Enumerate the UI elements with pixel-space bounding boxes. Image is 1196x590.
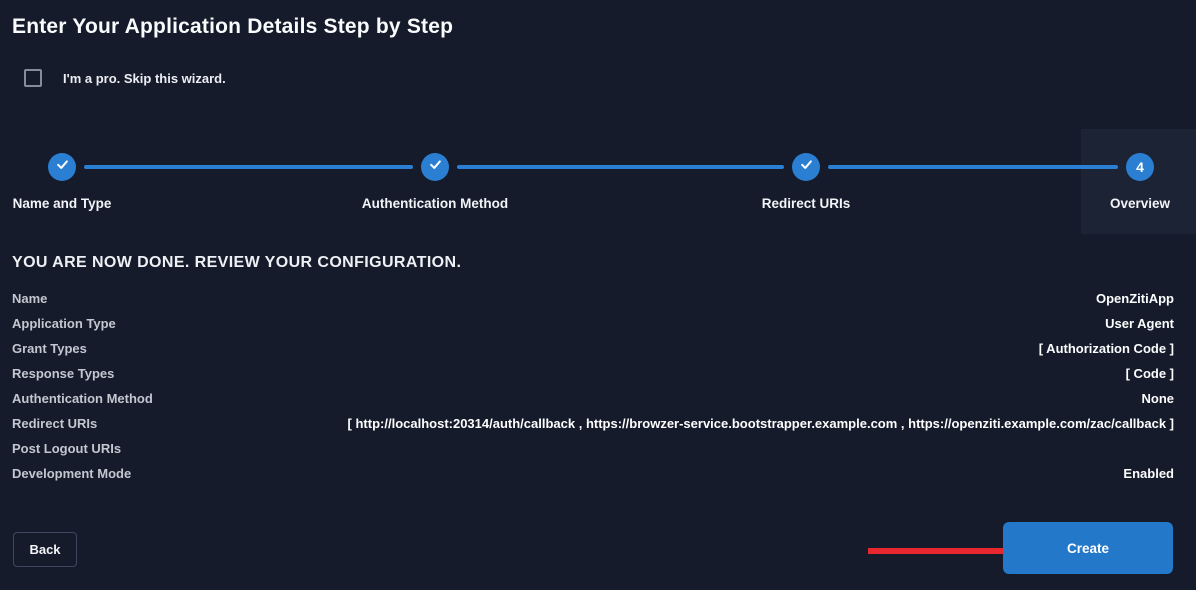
row-value: None xyxy=(1141,391,1175,406)
review-row-grant-types: Grant Types [ Authorization Code ] xyxy=(0,336,1196,361)
check-icon xyxy=(799,157,814,177)
row-label: Name xyxy=(12,291,48,306)
review-heading: YOU ARE NOW DONE. REVIEW YOUR CONFIGURAT… xyxy=(12,254,462,271)
row-value: OpenZitiApp xyxy=(1096,291,1174,306)
row-value: User Agent xyxy=(1105,316,1174,331)
step-label-authentication-method: Authentication Method xyxy=(361,196,509,211)
row-label: Authentication Method xyxy=(12,391,153,406)
active-step-highlight xyxy=(1081,129,1196,234)
step-circle-authentication-method[interactable] xyxy=(421,153,449,181)
skip-wizard-label: I'm a pro. Skip this wizard. xyxy=(63,70,226,86)
step-label-name-and-type: Name and Type xyxy=(12,196,112,211)
stepper-connector xyxy=(828,165,1118,169)
check-icon xyxy=(428,157,443,177)
row-value: Enabled xyxy=(1123,466,1174,481)
review-row-redirect-uris: Redirect URIs [ http://localhost:20314/a… xyxy=(0,411,1196,436)
row-label: Redirect URIs xyxy=(12,416,98,431)
page-title: Enter Your Application Details Step by S… xyxy=(12,15,454,38)
row-label: Grant Types xyxy=(12,341,87,356)
step-circle-name-and-type[interactable] xyxy=(48,153,76,181)
step-label-redirect-uris: Redirect URIs xyxy=(761,196,851,211)
row-label: Post Logout URIs xyxy=(12,441,122,456)
review-row-development-mode: Development Mode Enabled xyxy=(0,461,1196,486)
row-label: Application Type xyxy=(12,316,116,331)
skip-wizard-checkbox[interactable] xyxy=(24,69,42,87)
row-label: Development Mode xyxy=(12,466,132,481)
row-label: Response Types xyxy=(12,366,115,381)
stepper-connector xyxy=(84,165,413,169)
back-button[interactable]: Back xyxy=(13,532,77,567)
review-table: Name OpenZitiApp Application Type User A… xyxy=(0,286,1196,486)
review-row-application-type: Application Type User Agent xyxy=(0,311,1196,336)
row-value: [ Authorization Code ] xyxy=(1038,341,1174,356)
step-circle-overview[interactable]: 4 xyxy=(1126,153,1154,181)
step-circle-redirect-uris[interactable] xyxy=(792,153,820,181)
review-row-authentication-method: Authentication Method None xyxy=(0,386,1196,411)
review-row-response-types: Response Types [ Code ] xyxy=(0,361,1196,386)
step-number: 4 xyxy=(1136,159,1144,175)
row-value: [ http://localhost:20314/auth/callback ,… xyxy=(347,416,1174,431)
check-icon xyxy=(55,157,70,177)
stepper-connector xyxy=(457,165,784,169)
create-button[interactable]: Create xyxy=(1003,522,1173,574)
step-label-overview: Overview xyxy=(1109,196,1171,211)
wizard-stepper: 4 Name and Type Authentication Method Re… xyxy=(0,129,1196,234)
row-value: [ Code ] xyxy=(1125,366,1174,381)
review-row-name: Name OpenZitiApp xyxy=(0,286,1196,311)
skip-wizard-option[interactable]: I'm a pro. Skip this wizard. xyxy=(24,69,226,87)
review-row-post-logout-uris: Post Logout URIs xyxy=(0,436,1196,461)
arrow-shaft xyxy=(868,548,1020,554)
